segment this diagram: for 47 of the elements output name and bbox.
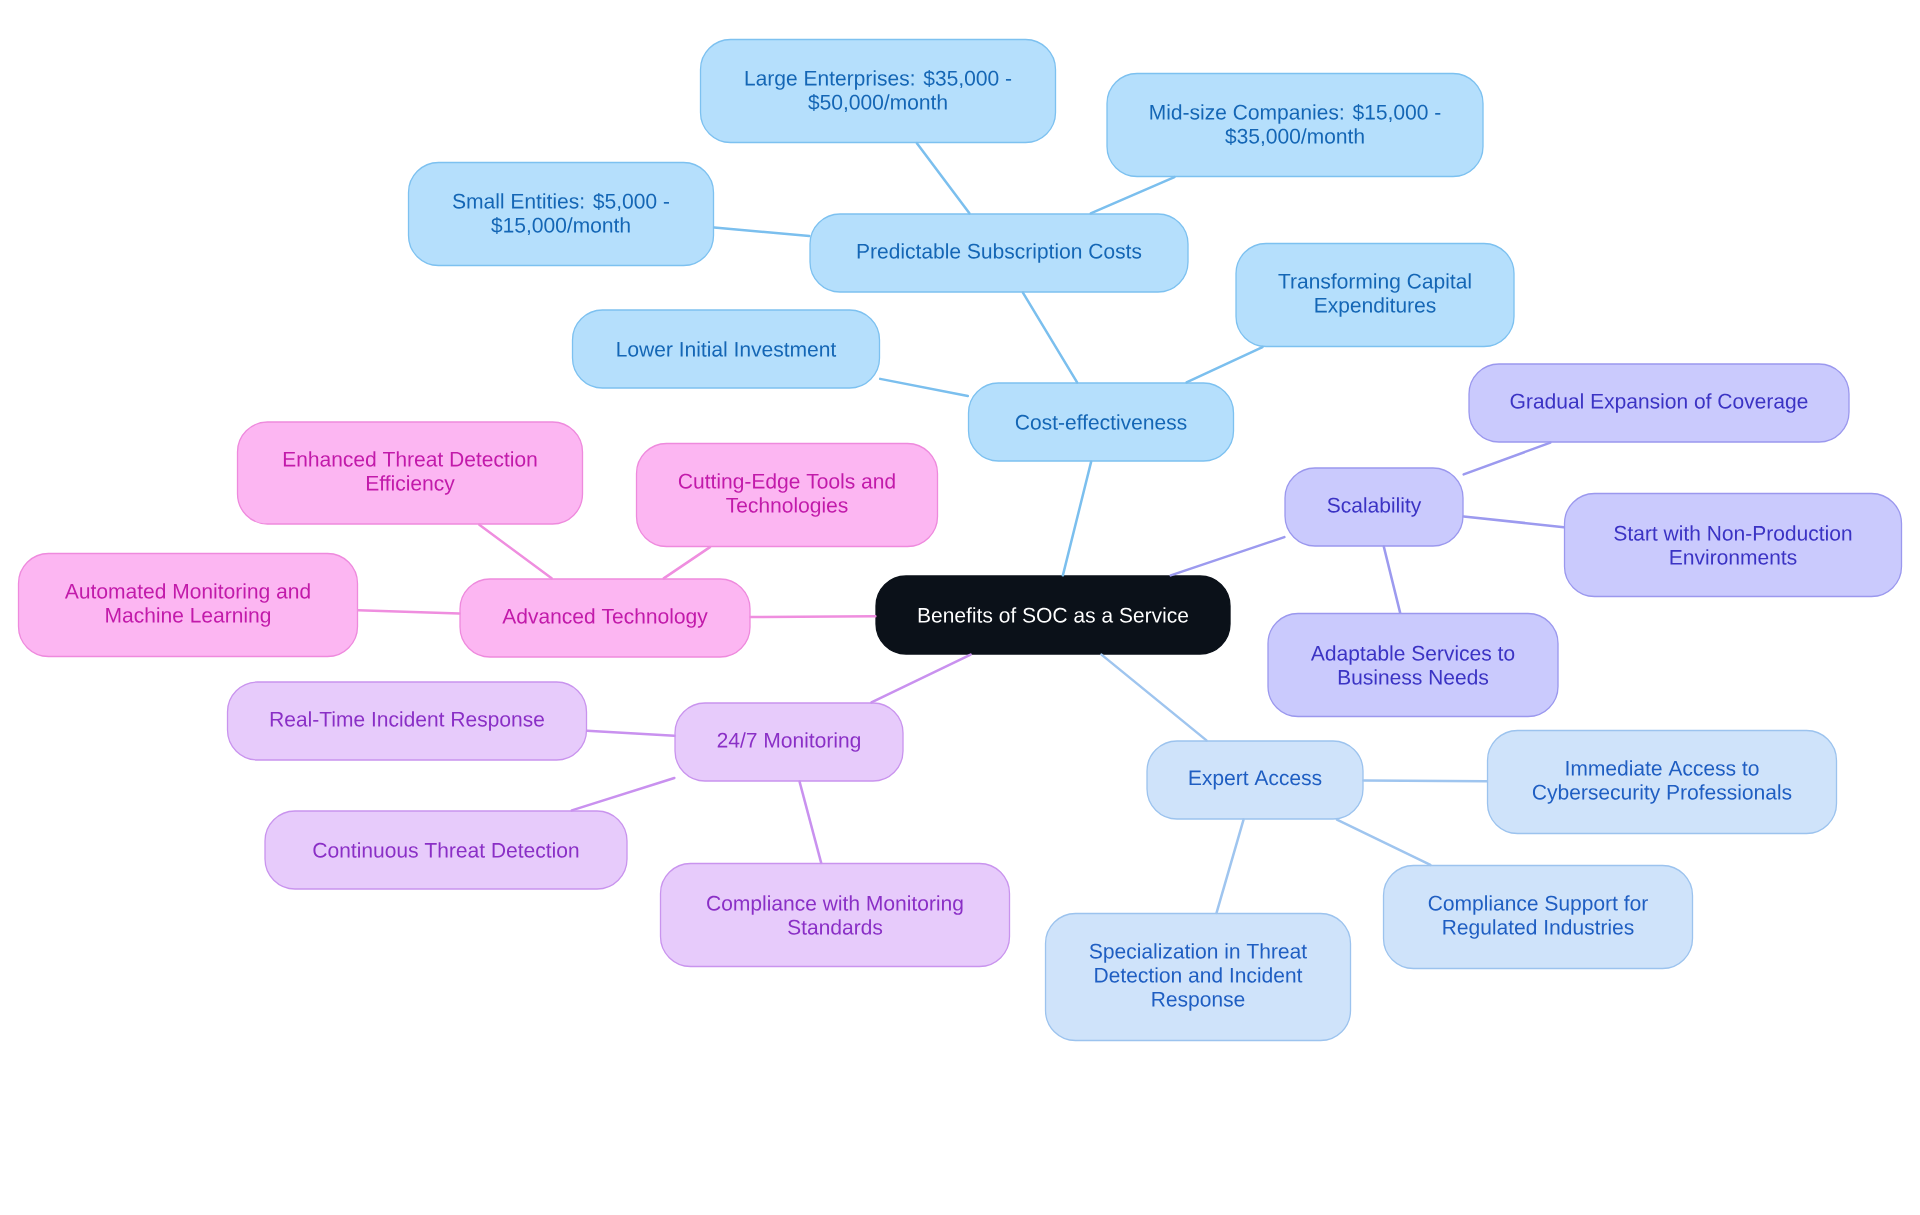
connector-line — [1169, 535, 1286, 577]
connector-line — [585, 729, 676, 737]
subtopic-box: Predictable Subscription Costs — [809, 213, 1189, 293]
connector-line — [712, 226, 811, 238]
connector-line — [1089, 175, 1176, 215]
topic-box: Advanced Technology — [459, 578, 751, 658]
topic-box: Scalability — [1284, 467, 1464, 547]
connector-line — [749, 614, 877, 619]
subtopic-box: Large Enterprises: $35,000 - $50,000/month — [699, 38, 1057, 144]
subtopic-box: Enhanced Threat Detection Efficiency — [236, 421, 584, 525]
subtopic-box: Adaptable Services to Business Needs — [1267, 612, 1559, 718]
connector-line — [662, 545, 712, 580]
connector-line — [1462, 515, 1566, 529]
subtopic-box: Small Entities: $5,000 - $15,000/month — [407, 161, 715, 267]
topic-box: Expert Access — [1146, 740, 1364, 820]
subtopic-box: Continuous Threat Detection — [264, 810, 628, 890]
subtopic-box: Mid-size Companies: $15,000 - $35,000/month — [1106, 72, 1484, 178]
connector-line — [356, 609, 461, 615]
subtopic-box: Lower Initial Investment — [571, 309, 881, 389]
subtopic-box: Transforming Capital Expenditures — [1235, 242, 1515, 348]
subtopic-box: Immediate Access to Cybersecurity Professionals — [1486, 729, 1838, 835]
subtopic-box: Automated Monitoring and Machine Learning — [17, 552, 359, 658]
subtopic-box: Compliance with Monitoring Standards — [659, 862, 1011, 968]
connector-line — [570, 776, 676, 812]
topic-box: 24/7 Monitoring — [674, 702, 904, 782]
subtopic-box: Real-Time Incident Response — [226, 681, 588, 761]
topic-box: Cost-effectiveness — [967, 382, 1235, 462]
connector-line — [1362, 779, 1489, 783]
connector-line — [1215, 818, 1245, 915]
subtopic-box: Specialization in Threat Detection and Incident Response — [1044, 912, 1352, 1042]
connector-line — [1382, 545, 1402, 615]
subtopic-box: Start with Non-Production Environments — [1563, 492, 1903, 598]
connector-line — [1021, 291, 1079, 384]
connector-line — [870, 653, 972, 704]
central-topic-box: Benefits of SOC as a Service — [875, 575, 1231, 655]
subtopic-box: Gradual Expansion of Coverage — [1468, 363, 1850, 443]
connector-line — [478, 523, 553, 580]
connector-line — [1335, 818, 1432, 867]
connector-line — [798, 780, 823, 865]
connector-line — [1100, 653, 1208, 742]
connector-line — [878, 377, 970, 398]
connector-line — [1462, 441, 1552, 476]
subtopic-box: Cutting-Edge Tools and Technologies — [635, 442, 939, 548]
connector-line — [1061, 460, 1093, 577]
connector-line — [1185, 345, 1264, 384]
connector-line — [915, 141, 971, 215]
subtopic-box: Compliance Support for Regulated Industries — [1382, 864, 1694, 970]
